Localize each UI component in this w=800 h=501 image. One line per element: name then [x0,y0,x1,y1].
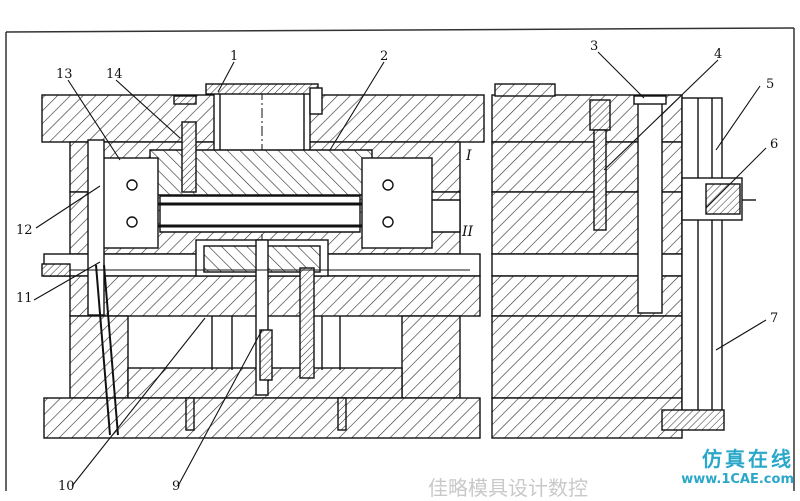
watermark-url: www.1CAE.com [681,472,794,487]
callout-7: 7 [770,311,778,326]
callout-5: 5 [766,77,774,92]
callout-2: 2 [380,49,388,64]
callout-1: 1 [230,49,238,64]
section-mark-2: II [461,224,474,240]
watermark: 仿真在线 www.1CAE.com [681,443,794,487]
drawing-frame [5,27,795,491]
section-mark-1: I [465,148,472,164]
callout-3: 3 [590,39,598,54]
callout-11: 11 [16,291,33,306]
callout-4: 4 [714,47,722,62]
callout-14: 14 [106,67,123,82]
side-view [491,83,756,439]
front-view [41,83,485,439]
faded-caption: 佳略模具设计数控 [428,476,588,500]
callout-10: 10 [58,479,75,491]
callout-13: 13 [56,67,73,82]
callout-6: 6 [770,137,778,152]
callout-labels: 1 2 3 4 5 6 7 11 12 13 14 10 9 I II [16,39,778,491]
watermark-title: 仿真在线 [702,447,794,471]
callout-9: 9 [172,479,180,491]
leader-lines [33,51,767,487]
callout-12: 12 [16,223,33,238]
